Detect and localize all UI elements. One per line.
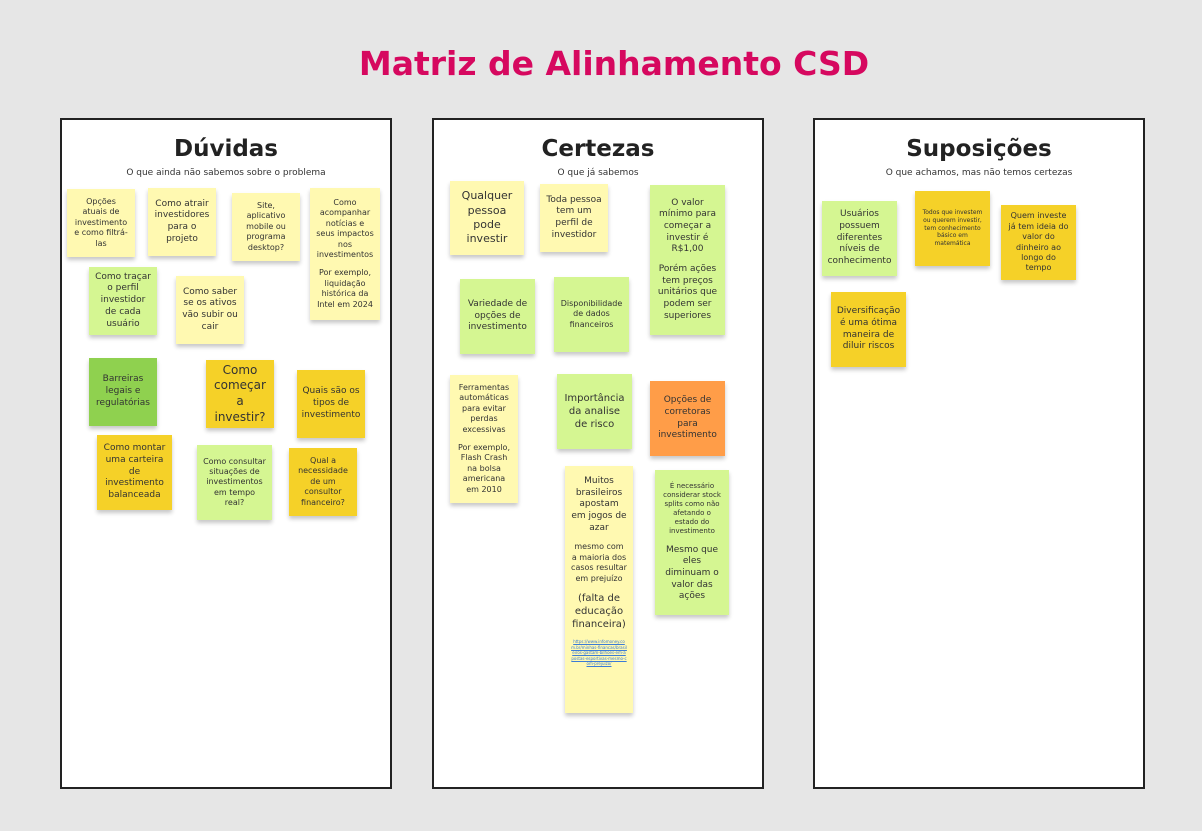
sticky-note[interactable]: Como consultar situações de investimento… (197, 445, 272, 520)
article-link[interactable]: https://www.infomoney.com.br/minhas-fina… (571, 639, 627, 667)
sticky-note[interactable]: Como montar uma carteira de investimento… (97, 435, 172, 510)
frame-subtitle-suposicoes: O que achamos, mas não temos certezas (885, 168, 1073, 178)
sticky-note[interactable]: Variedade de opções de investimento (460, 279, 535, 354)
sticky-note[interactable]: É necessário considerar stock splits com… (655, 470, 729, 615)
frame-title-duvidas: Dúvidas (173, 136, 279, 162)
sticky-note[interactable]: Disponibilidade de dados financeiros (554, 277, 629, 352)
sticky-note[interactable]: Como traçar o perfil investidor de cada … (89, 267, 157, 335)
sticky-note[interactable]: Como atrair investidores para o projeto (148, 188, 216, 256)
frame-subtitle-certezas: O que já sabemos (557, 168, 639, 178)
sticky-note[interactable]: Como acompanhar notícias e seus impactos… (310, 188, 380, 320)
sticky-note[interactable]: Quem investe já tem ideia do valor do di… (1001, 205, 1076, 280)
sticky-note[interactable]: Muitos brasileiros apostam em jogos de a… (565, 466, 633, 713)
sticky-note[interactable]: Qual a necessidade de um consultor finan… (289, 448, 357, 516)
sticky-note[interactable]: Todos que investem ou querem investir, t… (915, 191, 990, 266)
frame-title-suposicoes: Suposições (906, 136, 1052, 162)
sticky-note[interactable]: Opções atuais de investimento e como fil… (67, 189, 135, 257)
sticky-note[interactable]: Qualquer pessoa pode investir (450, 181, 524, 255)
sticky-note[interactable]: Barreiras legais e regulatórias (89, 358, 157, 426)
sticky-note[interactable]: O valor mínimo para começar a investir é… (650, 185, 725, 335)
frame-subtitle-duvidas: O que ainda não sabemos sobre o problema (126, 168, 326, 178)
sticky-note[interactable]: Usuários possuem diferentes níveis de co… (822, 201, 897, 276)
sticky-note[interactable]: Diversificação é uma ótima maneira de di… (831, 292, 906, 367)
sticky-note[interactable]: Como saber se os ativos vão subir ou cai… (176, 276, 244, 344)
frame-title-certezas: Certezas (541, 136, 655, 162)
page-title: Matriz de Alinhamento CSD (358, 44, 870, 83)
sticky-note[interactable]: Quais são os tipos de investimento (297, 370, 365, 438)
sticky-note[interactable]: Toda pessoa tem um perfil de investidor (540, 184, 608, 252)
sticky-note[interactable]: Site, aplicativo mobile ou programa desk… (232, 193, 300, 261)
sticky-note[interactable]: Opções de corretoras para investimento (650, 381, 725, 456)
sticky-note[interactable]: Ferramentas automáticas para evitar perd… (450, 375, 518, 503)
sticky-note[interactable]: Importância da analise de risco (557, 374, 632, 449)
sticky-note[interactable]: Como começar a investir? (206, 360, 274, 428)
